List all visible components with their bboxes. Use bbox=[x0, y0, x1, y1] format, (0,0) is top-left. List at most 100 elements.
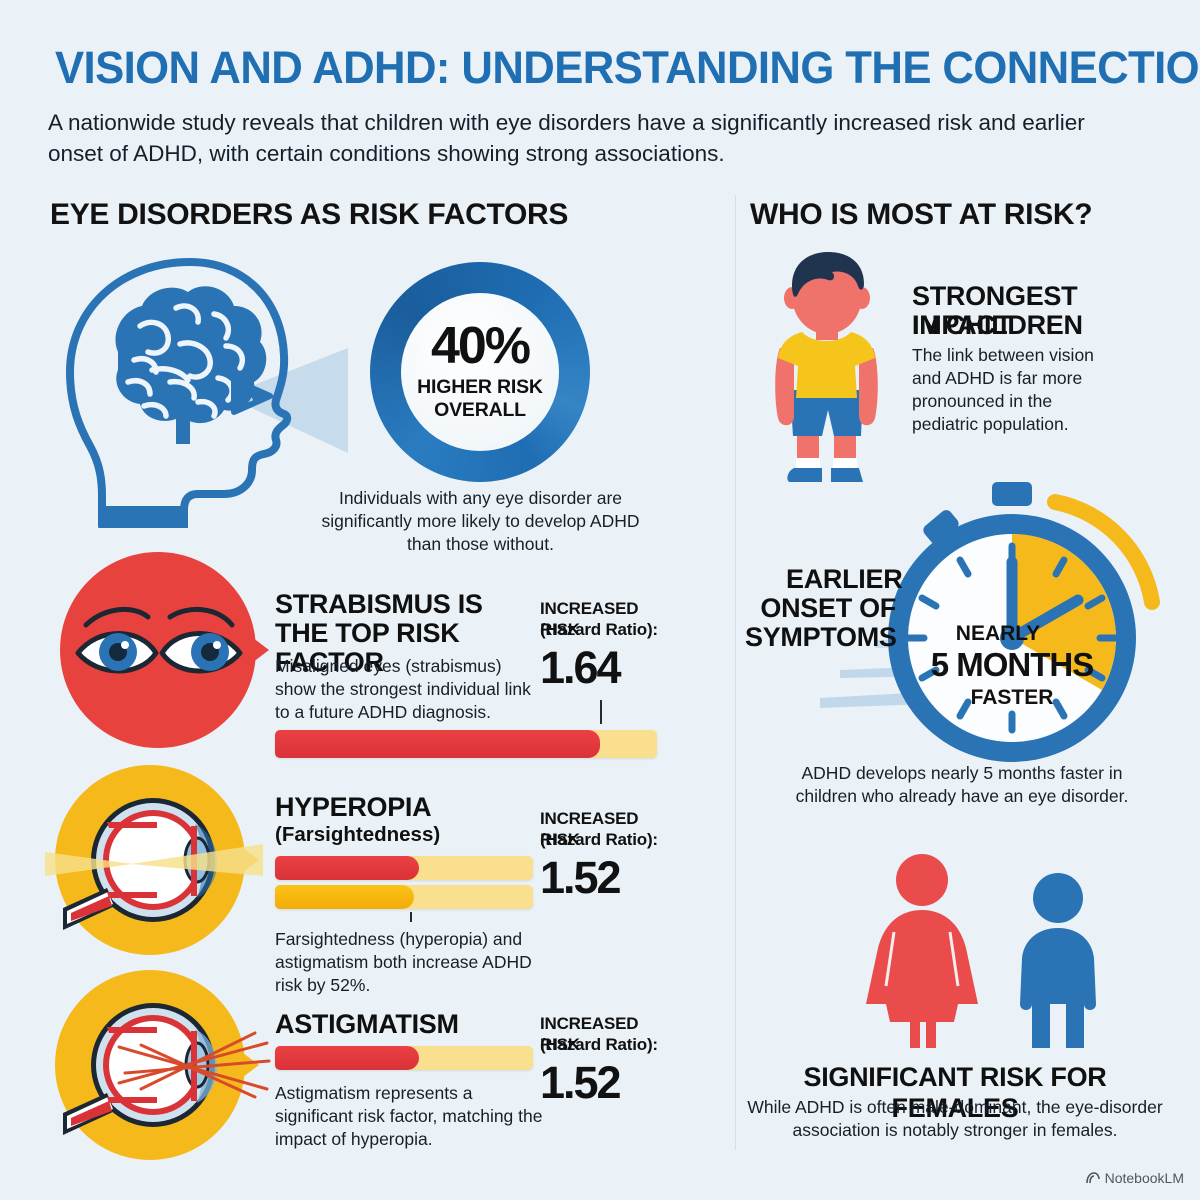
female-figure bbox=[866, 854, 978, 1048]
light-ray-cone-left bbox=[45, 852, 133, 876]
strabismus-eyes-illustration bbox=[60, 552, 269, 748]
left-eyebrow bbox=[83, 606, 151, 628]
stopwatch-text-months: 5 MONTHS bbox=[931, 646, 1094, 683]
astigmatism-title: ASTIGMATISM bbox=[275, 1009, 459, 1039]
hyperopia-eye-illustration bbox=[45, 765, 263, 955]
face-bubble bbox=[60, 552, 256, 748]
stopwatch-text-nearly: NEARLY bbox=[956, 622, 1040, 645]
astigmatism-scattered-rays bbox=[117, 1031, 271, 1099]
hyperopia-risk-label-2: (Hazard Ratio): bbox=[540, 830, 658, 849]
hyperopia-risk-label-1: INCREASED RISK bbox=[540, 809, 639, 849]
overall-risk-donut: 40% HIGHER RISK OVERALL bbox=[370, 262, 590, 482]
left-arm bbox=[775, 348, 794, 426]
male-body bbox=[1020, 928, 1096, 1048]
right-eyebrow bbox=[167, 606, 235, 628]
stopwatch-speed-arc bbox=[1047, 494, 1160, 610]
strabismus-risk-label-1: INCREASED RISK bbox=[540, 599, 639, 639]
hair bbox=[792, 252, 864, 297]
hyperopia-bar-fill-yellow bbox=[275, 885, 415, 909]
eye-vitreous bbox=[109, 1021, 197, 1109]
strabismus-title: STRABISMUS IS THE TOP RISK FACTOR bbox=[275, 589, 483, 677]
females-risk-title: SIGNIFICANT RISK FOR FEMALES bbox=[803, 1062, 1107, 1123]
female-left-leg bbox=[910, 1022, 920, 1048]
female-arm-gap-left bbox=[884, 931, 896, 987]
hyperopia-bar-fill-red bbox=[275, 856, 420, 880]
left-sock bbox=[796, 458, 820, 470]
stopwatch-hub bbox=[1000, 626, 1024, 650]
right-sock bbox=[833, 458, 857, 470]
optic-nerve-red bbox=[71, 1101, 112, 1126]
onset-title-line1: EARLIER bbox=[786, 564, 903, 594]
astigmatism-risk-label-1: INCREASED RISK bbox=[540, 1014, 639, 1054]
donut-percent: 40% bbox=[430, 317, 531, 376]
head-brain-illustration bbox=[66, 258, 348, 528]
stopwatch-text-faster: FASTER bbox=[971, 686, 1054, 709]
children-impact-title-line2: IN CHILDREN bbox=[912, 310, 1083, 340]
retina-top bbox=[107, 822, 157, 828]
right-ear bbox=[854, 287, 870, 309]
retina-bottom bbox=[107, 1097, 157, 1103]
retina-bottom bbox=[107, 892, 157, 898]
stopwatch-side-button bbox=[923, 510, 959, 544]
shorts bbox=[790, 390, 863, 436]
male-figure bbox=[1020, 873, 1096, 1048]
astigmatism-hazard-ratio: 1.52 bbox=[540, 1057, 622, 1108]
donut-label-line1: HIGHER RISK bbox=[417, 375, 543, 398]
stopwatch-illustration: NEARLY 5 MONTHS FASTER bbox=[820, 482, 1160, 762]
strabismus-bar-track bbox=[275, 730, 657, 758]
astigmatism-bar-track bbox=[275, 1046, 533, 1070]
donut-label-line2: OVERALL bbox=[434, 398, 526, 421]
notebooklm-icon bbox=[1085, 1171, 1100, 1183]
hyperopia-bar-track-2 bbox=[275, 885, 533, 909]
eye-triangle-icon bbox=[231, 377, 273, 415]
right-shoe bbox=[831, 468, 863, 482]
stopwatch-ticks bbox=[904, 542, 1120, 734]
strabismus-hazard-ratio: 1.64 bbox=[540, 642, 622, 693]
column-divider bbox=[735, 195, 736, 1150]
strabismus-bar-fill bbox=[275, 730, 600, 758]
hyperopia-body: Farsightedness (hyperopia) and astigmati… bbox=[275, 929, 532, 995]
optic-nerve-red bbox=[71, 896, 112, 921]
hyperopia-tick bbox=[410, 912, 412, 922]
female-right-leg bbox=[926, 1022, 936, 1048]
right-eye-glint bbox=[213, 641, 221, 649]
retina-top bbox=[107, 1027, 157, 1033]
astigmatism-eye-illustration bbox=[55, 970, 271, 1160]
gender-figures-illustration bbox=[866, 854, 1096, 1048]
right-section-heading: WHO IS MOST AT RISK? bbox=[750, 198, 1093, 231]
light-ray-cone bbox=[131, 844, 263, 876]
onset-title-line2: ONSET OF bbox=[760, 593, 896, 623]
male-head bbox=[1033, 873, 1083, 923]
hyperopia-hazard-ratio: 1.52 bbox=[540, 852, 622, 903]
neck-shoulder bbox=[102, 506, 188, 528]
strabismus-risk-label-2: (Hazard Ratio): bbox=[540, 620, 658, 639]
onset-caption: ADHD develops nearly 5 months faster in … bbox=[795, 763, 1129, 806]
left-eye-glint bbox=[121, 641, 129, 649]
eye-pupil bbox=[251, 390, 263, 402]
brain-stem bbox=[176, 406, 190, 444]
stopwatch-hour-hand bbox=[1006, 594, 1084, 644]
head-profile-outline bbox=[66, 258, 292, 528]
astigmatism-body: Astigmatism represents a significant ris… bbox=[275, 1083, 543, 1149]
donut-caption: Individuals with any eye disorder are si… bbox=[321, 488, 640, 554]
hyperopia-title: HYPEROPIA bbox=[275, 792, 432, 822]
hyperopia-subtitle: (Farsightedness) bbox=[275, 823, 441, 846]
right-arm bbox=[859, 348, 878, 426]
left-shoe bbox=[787, 468, 822, 482]
page-subtitle: A nationwide study reveals that children… bbox=[48, 110, 1085, 166]
page-title: VISION AND ADHD: UNDERSTANDING THE CONNE… bbox=[55, 42, 1200, 93]
tshirt bbox=[778, 332, 875, 398]
watermark: NotebookLM bbox=[1085, 1170, 1184, 1186]
child-figure-illustration bbox=[775, 252, 878, 482]
donut-center: 40% HIGHER RISK OVERALL bbox=[401, 293, 559, 451]
stopwatch-top-button bbox=[992, 482, 1032, 506]
astigmatism-bar-fill bbox=[275, 1046, 420, 1070]
female-head bbox=[896, 854, 948, 906]
children-impact-body: The link between vision and ADHD is far … bbox=[912, 345, 1094, 434]
hyperopia-bar-track-1 bbox=[275, 856, 533, 880]
female-arm-gap-right bbox=[948, 931, 960, 987]
watermark-label: NotebookLM bbox=[1104, 1170, 1184, 1186]
strabismus-tick bbox=[600, 700, 602, 724]
eye-vitreous bbox=[109, 816, 197, 904]
strabismus-body: Misaligned eyes (strabismus) show the st… bbox=[275, 656, 531, 722]
